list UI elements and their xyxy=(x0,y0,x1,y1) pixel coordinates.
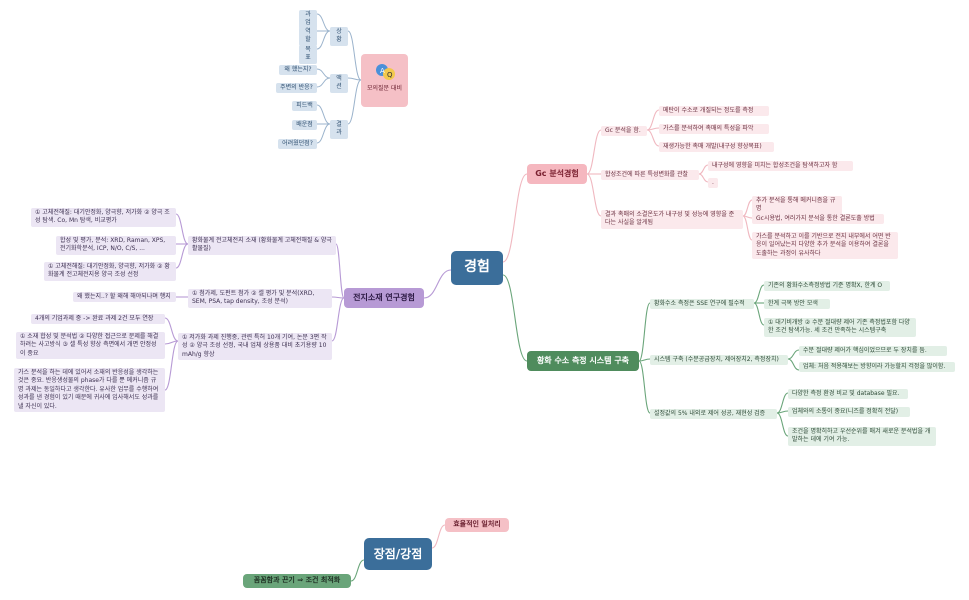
battery-sub[interactable]: ① 저가화 과제 진행중, 관련 특허 10개 기여, 논문 3편 작성 ② 양… xyxy=(178,333,332,361)
connector xyxy=(646,109,660,131)
interview-node[interactable]: A Q 모의질문 대비 xyxy=(361,54,408,107)
connector xyxy=(316,77,331,88)
strength-meticulous[interactable]: 꼼꼼함과 끈기 ⇒ 조건 최적화 xyxy=(243,574,351,588)
root-node[interactable]: 경험 xyxy=(451,251,503,285)
connector xyxy=(638,358,651,362)
connector xyxy=(742,215,753,241)
connector xyxy=(164,340,179,345)
battery-item[interactable]: ① 고체전해질: 대기안정화, 양극향, 저가화 ② 황화물계 전고체전지용 양… xyxy=(44,262,176,281)
battery-research-node[interactable]: 전지소재 연구경험 xyxy=(344,288,424,308)
interview-item[interactable]: 왜 했는지? xyxy=(279,65,317,76)
connector xyxy=(316,13,331,32)
connector xyxy=(347,30,362,81)
h2s-sub[interactable]: 설정값의 5% 내외로 제어 성공, 재현성 검증 xyxy=(650,409,777,420)
connector xyxy=(423,269,452,299)
connector xyxy=(698,173,709,183)
svg-text:Q: Q xyxy=(387,71,393,79)
h2s-item[interactable]: 업체와의 소통이 중요(니즈를 정확히 전달) xyxy=(788,407,910,418)
h2s-item[interactable]: 수분 절대량 제어가 핵심이었으므로 두 장치를 둠. xyxy=(799,346,947,357)
strength-efficient[interactable]: 효율적인 일처리 xyxy=(445,518,509,532)
h2s-item[interactable]: 한계 극복 방안 모색 xyxy=(764,299,830,310)
connector xyxy=(586,173,602,217)
connector xyxy=(175,243,189,269)
connector xyxy=(742,199,753,217)
gc-item[interactable]: 가스를 분석하여 촉매의 특성을 파악 xyxy=(659,124,769,135)
connector xyxy=(638,302,651,362)
connector xyxy=(175,213,189,245)
gc-sub[interactable]: 합성조건에 따른 특성변화를 관찰 xyxy=(601,170,699,181)
h2s-item[interactable]: 조건을 명확히하고 우선순위를 매겨 새로운 분석법을 개발하는 데에 기여 가… xyxy=(788,427,936,446)
gc-item[interactable]: 재생가능한 촉매 개발(내구성 향상목표) xyxy=(659,142,774,153)
h2s-sub[interactable]: 황화수소 측정은 SSE 연구에 필수적 xyxy=(650,299,754,310)
interview-item[interactable]: 과업 xyxy=(299,10,317,29)
interview-item[interactable]: 배운점 xyxy=(292,120,317,131)
connector xyxy=(316,68,331,79)
h2s-item[interactable]: 다양한 측정 환경 비교 및 database 필요. xyxy=(788,389,908,400)
connector xyxy=(787,349,800,360)
strengths-root-node[interactable]: 장점/강점 xyxy=(364,538,432,570)
h2s-sub[interactable]: 시스템 구축 (수분공급장치, 제어장치2, 측정장치) xyxy=(650,355,788,366)
battery-item[interactable]: ① 고체전해질: 대기안정화, 양극향, 저가화 ② 양극 조성 탐색. Co,… xyxy=(31,208,176,227)
battery-sub[interactable]: ① 첨가제, 도펀트 첨가 ② 셀 평가 및 분석(XRD, SEM, PSA,… xyxy=(188,289,332,308)
connector xyxy=(164,340,179,391)
h2s-item[interactable]: 업체: 처음 적용해보는 방향이라 가능할지 걱정을 많이함. xyxy=(799,362,955,373)
connector xyxy=(646,129,660,147)
interview-group-result[interactable]: 결과 xyxy=(330,120,348,139)
h2s-item[interactable]: ① 대기비개방 ② 수분 절대량 제어 기존 측정법포함 다양한 조건 탐색가능… xyxy=(764,318,916,337)
interview-group-situation[interactable]: 상황 xyxy=(330,27,348,46)
connector xyxy=(316,30,331,50)
interview-item[interactable]: 어려웠던점? xyxy=(278,139,317,150)
connector xyxy=(164,317,179,342)
gc-item[interactable]: 내구성에 영향을 미치는 합성조건을 탐색하고자 함 xyxy=(708,161,853,172)
connector xyxy=(331,297,345,342)
connector xyxy=(347,77,362,81)
h2s-item[interactable]: 기존의 황화수소측정방법 기준 명확X, 한계 O xyxy=(764,281,890,292)
gc-experience-node[interactable]: Gc 분석경험 xyxy=(527,164,587,184)
connector xyxy=(502,274,528,362)
svg-text:A: A xyxy=(380,67,385,75)
connector xyxy=(502,173,528,263)
battery-item[interactable]: 합성 및 평가, 분석: XRD, Raman, XPS, 전기화학분석, IC… xyxy=(56,236,176,255)
interview-item[interactable]: 목표 xyxy=(299,45,317,64)
gc-item[interactable]: Gc시용법, 여러가지 분석을 통한 결론도출 방법 xyxy=(752,214,884,225)
connector xyxy=(698,164,709,175)
connector xyxy=(776,412,789,437)
connector xyxy=(787,358,800,371)
h2s-system-node[interactable]: 황화 수소 측정 시스템 구축 xyxy=(527,351,639,371)
battery-item[interactable]: 4개의 기업과제 중 -> 완료 과제 2건 모두 연장 xyxy=(31,314,165,325)
interview-item[interactable]: 주변의 반응? xyxy=(276,83,317,94)
battery-item[interactable]: 왜 했는지..? 할 왜해 해야되나며 행지 xyxy=(73,292,176,303)
connector xyxy=(753,302,765,326)
connector xyxy=(753,284,765,304)
battery-item[interactable]: ① 소재 합성 및 분석법 ② 다양한 접근으로 문제를 해결하려는 사고방식 … xyxy=(16,332,165,360)
connector xyxy=(776,392,789,414)
connector xyxy=(316,104,331,125)
connector xyxy=(331,296,345,299)
interview-group-action[interactable]: 액션 xyxy=(330,74,348,93)
gc-item[interactable]: 가스를 분석하고 이를 기반으로 전지 내부에서 어떤 반응이 일어났는지 다양… xyxy=(752,232,898,260)
interview-item[interactable]: 피드백 xyxy=(292,101,317,112)
connector xyxy=(350,559,365,582)
gc-item[interactable]: . xyxy=(708,178,718,189)
connector xyxy=(316,123,331,144)
connector xyxy=(638,360,651,414)
connector xyxy=(586,129,602,175)
connector xyxy=(431,524,446,549)
connector xyxy=(347,79,362,125)
gc-item[interactable]: 추가 분석을 통해 메커니즘을 규명 xyxy=(752,196,842,215)
qa-icon: A Q xyxy=(374,62,396,82)
connector xyxy=(335,243,345,299)
interview-item[interactable]: 역할 xyxy=(299,27,317,46)
battery-item[interactable]: 가스 분석을 하는 데에 있어서 소재의 반응성을 생각하는 것은 중요. 반응… xyxy=(14,368,165,412)
gc-sub[interactable]: Gc 분석을 함. xyxy=(601,126,647,137)
gc-sub[interactable]: 결과 촉매의 소결온도가 내구성 및 성능에 영향을 준다는 사실을 알게됨 xyxy=(601,210,743,229)
gc-item[interactable]: 메탄이 수소로 개질되는 정도를 측정 xyxy=(659,106,769,117)
battery-sub[interactable]: 황화물계 전고체전지 소재 (황화물계 고체전해질 & 양극활물질) xyxy=(188,236,336,255)
